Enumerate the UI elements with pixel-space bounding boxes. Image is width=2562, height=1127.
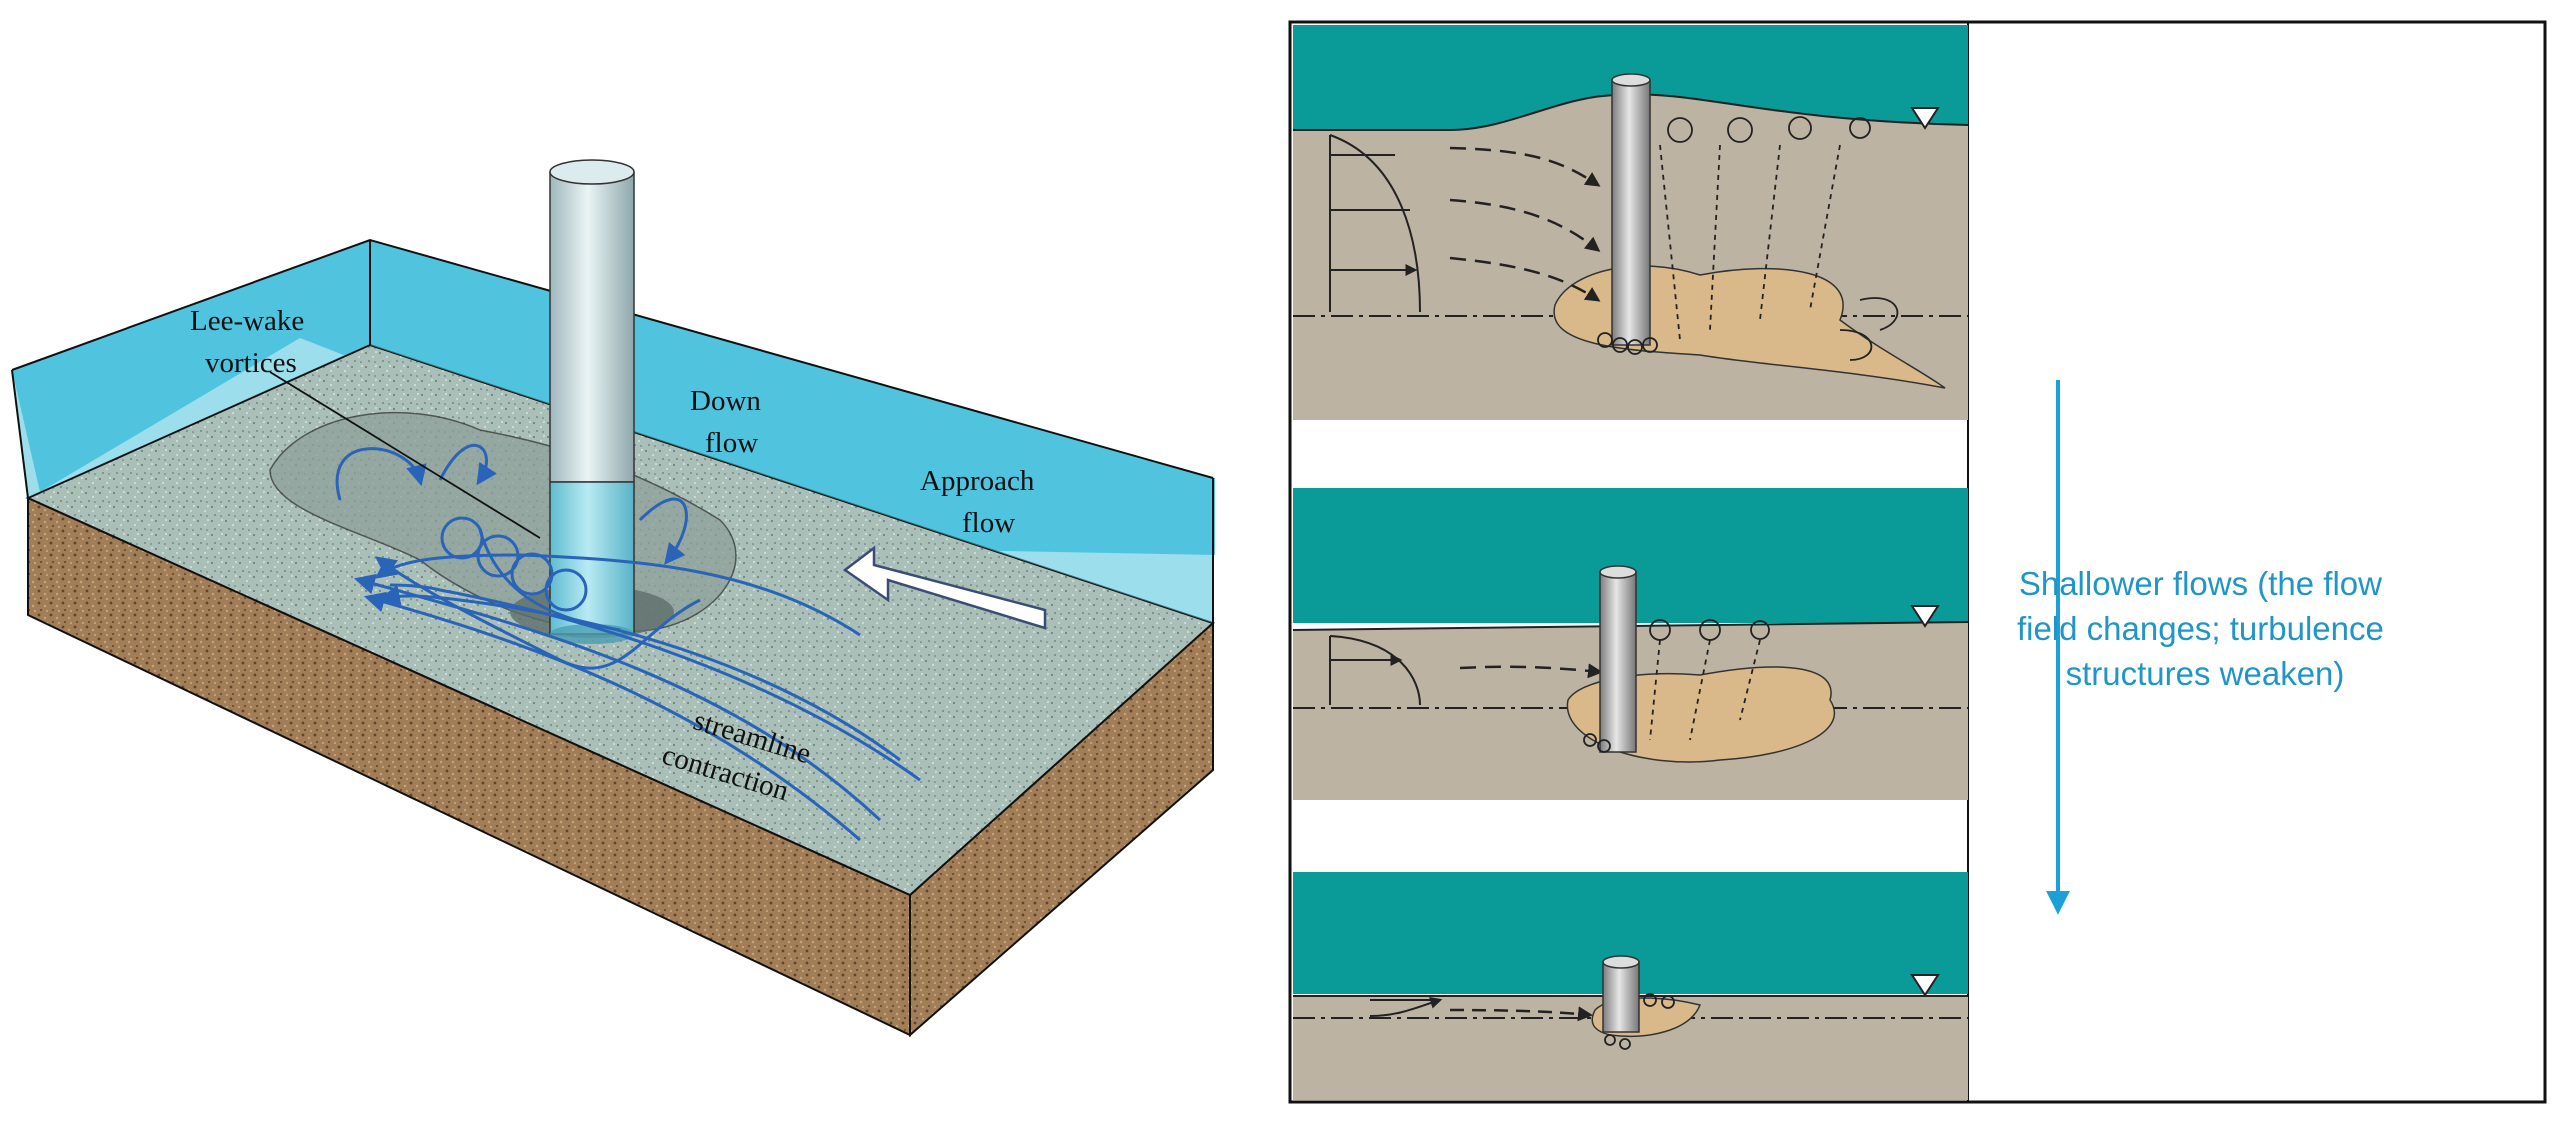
shallower-flows-caption: Shallower flows (the flow field changes;… [2017, 565, 2393, 692]
approach-flow-arrow [842, 545, 1047, 630]
pier-top [549, 159, 635, 185]
panel-deep-flow [1293, 25, 1969, 420]
flow-lines [335, 444, 921, 842]
lee-wake-label: Lee-wake vortices [190, 305, 312, 379]
water-front-wall [12, 240, 1213, 623]
right-figure: Shallower flows (the flow field changes;… [1288, 20, 2547, 1104]
left-3d-block: Lee-wake vortices Down flow Approach flo… [11, 159, 1215, 1038]
panel-medium-flow [1292, 488, 1969, 800]
approach-flow-label: Approach flow [920, 465, 1042, 539]
pier-upper [549, 171, 635, 483]
down-flow-label: Down flow [690, 385, 768, 459]
panel-shallow-flow [1293, 872, 1968, 1100]
horseshoe-vortex [440, 516, 621, 632]
